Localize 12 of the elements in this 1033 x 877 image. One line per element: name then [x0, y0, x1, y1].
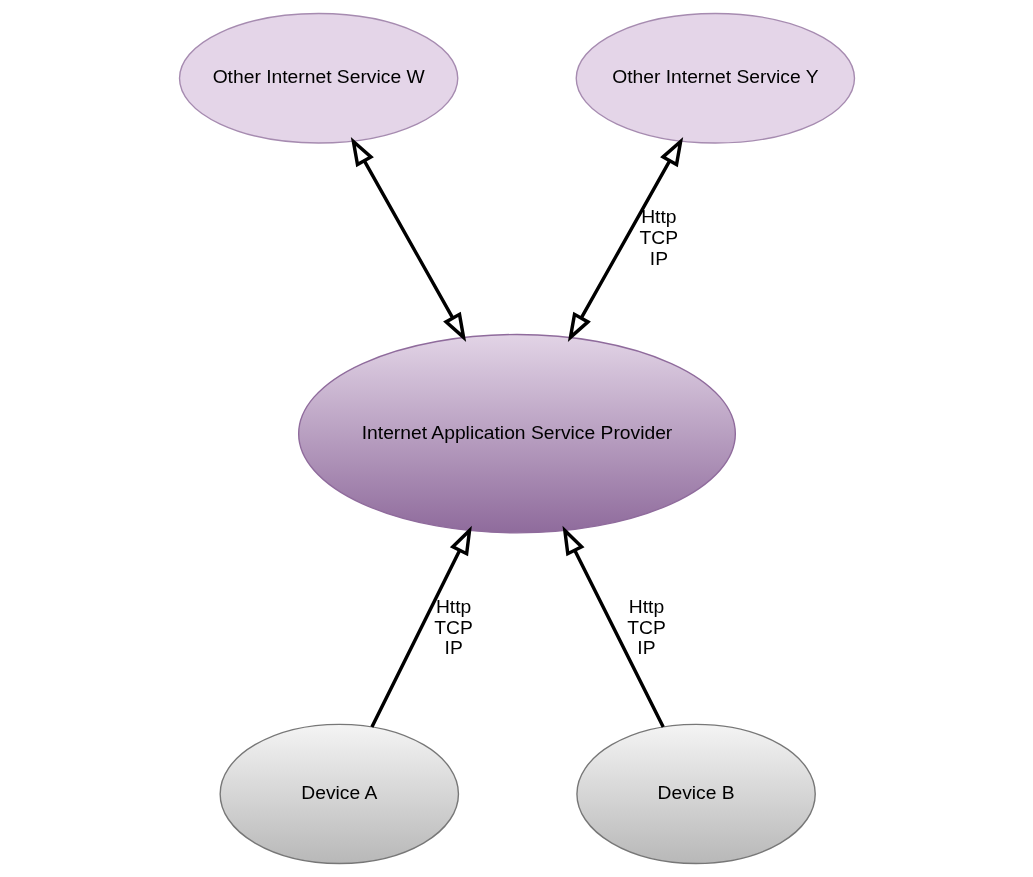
node-ellipse: Device A — [218, 723, 459, 865]
node-ellipse: Other Internet Service Y — [575, 12, 855, 144]
node-ellipse: Internet Application Service Provider — [297, 333, 736, 534]
edge-label: Http TCP IP — [639, 206, 678, 269]
arrow — [369, 525, 472, 728]
arrow — [350, 136, 466, 342]
edge-label: Http TCP IP — [433, 596, 473, 659]
edge-label: Http TCP IP — [626, 596, 666, 659]
arrow — [562, 525, 665, 728]
node-ellipse: Device B — [575, 723, 816, 865]
node-ellipse: Other Internet Service W — [178, 12, 458, 144]
arrow — [567, 136, 683, 342]
